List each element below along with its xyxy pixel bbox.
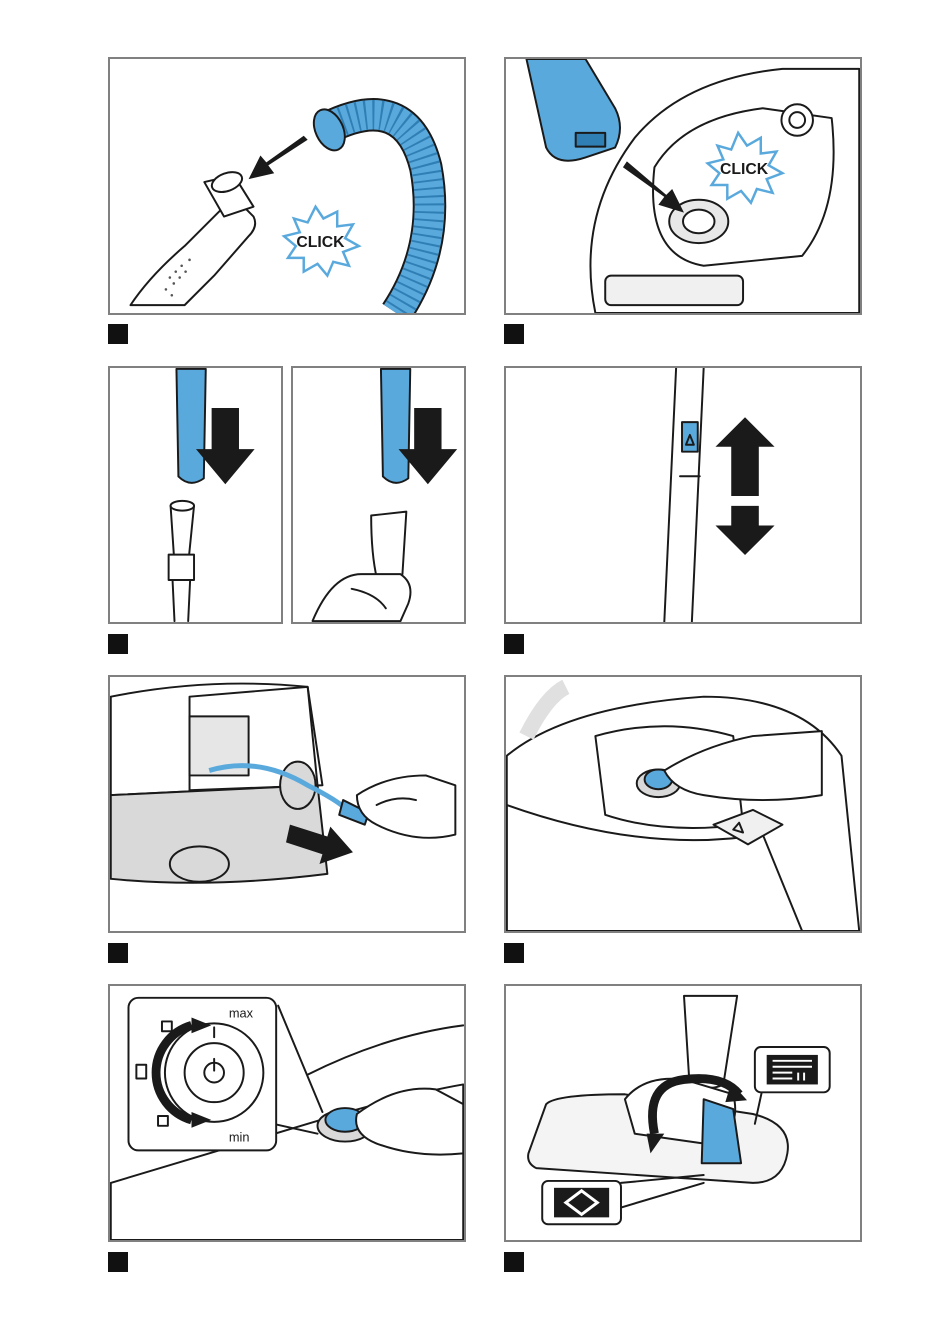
illustration-panel-telescopic-tube <box>504 366 862 624</box>
step-marker-1 <box>108 324 128 344</box>
click-label-2: CLICK <box>720 161 769 178</box>
hose-handle-illustration: CLICK <box>110 59 464 313</box>
floor-nozzle-illustration <box>506 986 860 1240</box>
illustration-panel-nozzle-attach-right <box>291 366 466 624</box>
illustration-panel-power-button <box>504 675 862 933</box>
pull-cord-illustration <box>110 677 464 931</box>
illustration-panel-hose-appliance: CLICK <box>504 57 862 315</box>
illustration-panel-floor-nozzle <box>504 984 862 1242</box>
step-marker-2 <box>504 324 524 344</box>
dial-min-label: min <box>229 1130 250 1145</box>
dial-max-label: max <box>229 1006 254 1021</box>
power-button-illustration <box>506 677 860 931</box>
hose-appliance-illustration: CLICK <box>506 59 860 313</box>
telescopic-tube-illustration <box>506 368 860 622</box>
step-marker-8 <box>504 1252 524 1272</box>
step-marker-3 <box>108 634 128 654</box>
click-label: CLICK <box>296 234 345 251</box>
nozzle-attach-illustration <box>293 368 464 622</box>
illustration-panel-hose-handle: CLICK <box>108 57 466 315</box>
step-marker-6 <box>504 943 524 963</box>
step-marker-5 <box>108 943 128 963</box>
tube-attach-illustration <box>110 368 281 622</box>
illustration-panel-suction-dial: max min <box>108 984 466 1242</box>
step-marker-4 <box>504 634 524 654</box>
illustration-panel-pull-cord <box>108 675 466 933</box>
step-marker-7 <box>108 1252 128 1272</box>
illustration-panel-tube-attach-left <box>108 366 283 624</box>
suction-dial-illustration: max min <box>110 986 464 1240</box>
